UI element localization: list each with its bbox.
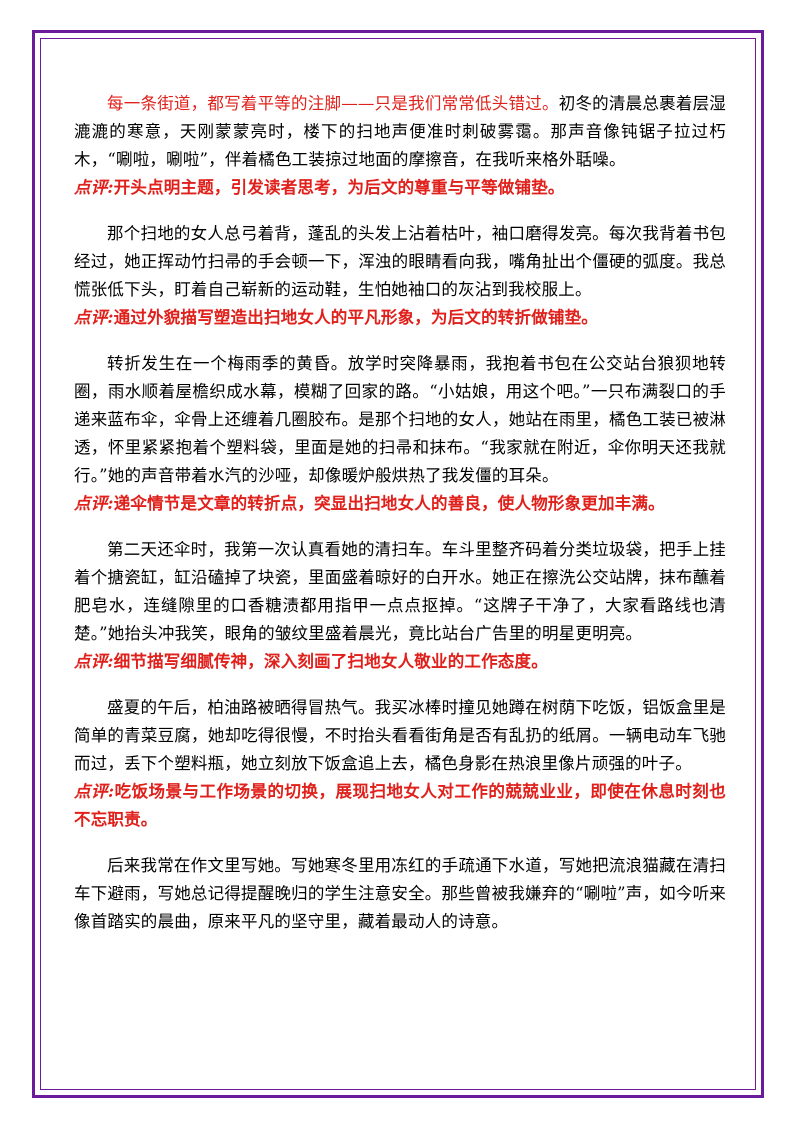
paragraph-4: 第二天还伞时，我第一次认真看她的清扫车。车斗里整齐码着分类垃圾袋，把手上挂着个搪…	[74, 536, 726, 648]
comment-1-text: 开头点明主题，引发读者思考，为后文的尊重与平等做铺垫。	[113, 178, 565, 197]
paragraph-5: 盛夏的午后，柏油路被晒得冒热气。我买冰棒时撞见她蹲在树荫下吃饭，铝饭盒里是简单的…	[74, 694, 726, 778]
paragraph-4-text: 第二天还伞时，我第一次认真看她的清扫车。车斗里整齐码着分类垃圾袋，把手上挂着个搪…	[74, 540, 726, 643]
paragraph-3-text: 转折发生在一个梅雨季的黄昏。放学时突降暴雨，我抱着书包在公交站台狼狈地转圈，雨水…	[74, 354, 726, 485]
comment-3-text: 递伞情节是文章的转折点，突显出扫地女人的善良，使人物形象更加丰满。	[113, 494, 665, 513]
paragraph-2: 那个扫地的女人总弓着背，蓬乱的头发上沾着枯叶，袖口磨得发亮。每次我背着书包经过，…	[74, 220, 726, 304]
comment-4-text: 细节描写细腻传神，深入刻画了扫地女人敬业的工作态度。	[113, 652, 548, 671]
comment-2-text: 通过外貌描写塑造出扫地女人的平凡形象，为后文的转折做铺垫。	[113, 308, 599, 327]
comment-4: 点评:细节描写细腻传神，深入刻画了扫地女人敬业的工作态度。	[74, 648, 726, 676]
paragraph-1: 每一条街道，都写着平等的注脚——只是我们常常低头错过。初冬的清晨总裹着层湿漉漉的…	[74, 90, 726, 174]
paragraph-6: 后来我常在作文里写她。写她寒冬里用冻红的手疏通下水道，写她把流浪猫藏在清扫车下避…	[74, 852, 726, 936]
comment-5: 点评:吃饭场景与工作场景的切换，展现扫地女人对工作的兢兢业业，即使在休息时刻也不…	[74, 778, 726, 834]
paragraph-6-text: 后来我常在作文里写她。写她寒冬里用冻红的手疏通下水道，写她把流浪猫藏在清扫车下避…	[74, 856, 726, 931]
comment-1: 点评:开头点明主题，引发读者思考，为后文的尊重与平等做铺垫。	[74, 174, 726, 202]
paragraph-3: 转折发生在一个梅雨季的黄昏。放学时突降暴雨，我抱着书包在公交站台狼狈地转圈，雨水…	[74, 350, 726, 490]
paragraph-1-text: 初冬的清晨总裹着层湿漉漉的寒意，天刚蒙蒙亮时，楼下的扫地声便准时刺破雾霭。那声音…	[74, 94, 726, 169]
opening-sentence: 每一条街道，都写着平等的注脚——只是我们常常低头错过。	[107, 94, 559, 113]
comment-3: 点评:递伞情节是文章的转折点，突显出扫地女人的善良，使人物形象更加丰满。	[74, 490, 726, 518]
page-border-inner	[40, 38, 756, 1090]
comment-4-tag: 点评:	[74, 652, 114, 671]
paragraph-2-text: 那个扫地的女人总弓着背，蓬乱的头发上沾着枯叶，袖口磨得发亮。每次我背着书包经过，…	[74, 224, 726, 299]
page-border-outer	[32, 30, 764, 1098]
comment-2-tag: 点评:	[74, 308, 114, 327]
comment-5-tag: 点评:	[74, 782, 115, 801]
comment-3-tag: 点评:	[74, 494, 114, 513]
comment-1-tag: 点评:	[74, 178, 114, 197]
comment-5-text: 吃饭场景与工作场景的切换，展现扫地女人对工作的兢兢业业，即使在休息时刻也不忘职责…	[74, 782, 726, 829]
essay-body: 每一条街道，都写着平等的注脚——只是我们常常低头错过。初冬的清晨总裹着层湿漉漉的…	[74, 90, 726, 936]
comment-2: 点评:通过外貌描写塑造出扫地女人的平凡形象，为后文的转折做铺垫。	[74, 304, 726, 332]
paragraph-5-text: 盛夏的午后，柏油路被晒得冒热气。我买冰棒时撞见她蹲在树荫下吃饭，铝饭盒里是简单的…	[74, 698, 726, 773]
